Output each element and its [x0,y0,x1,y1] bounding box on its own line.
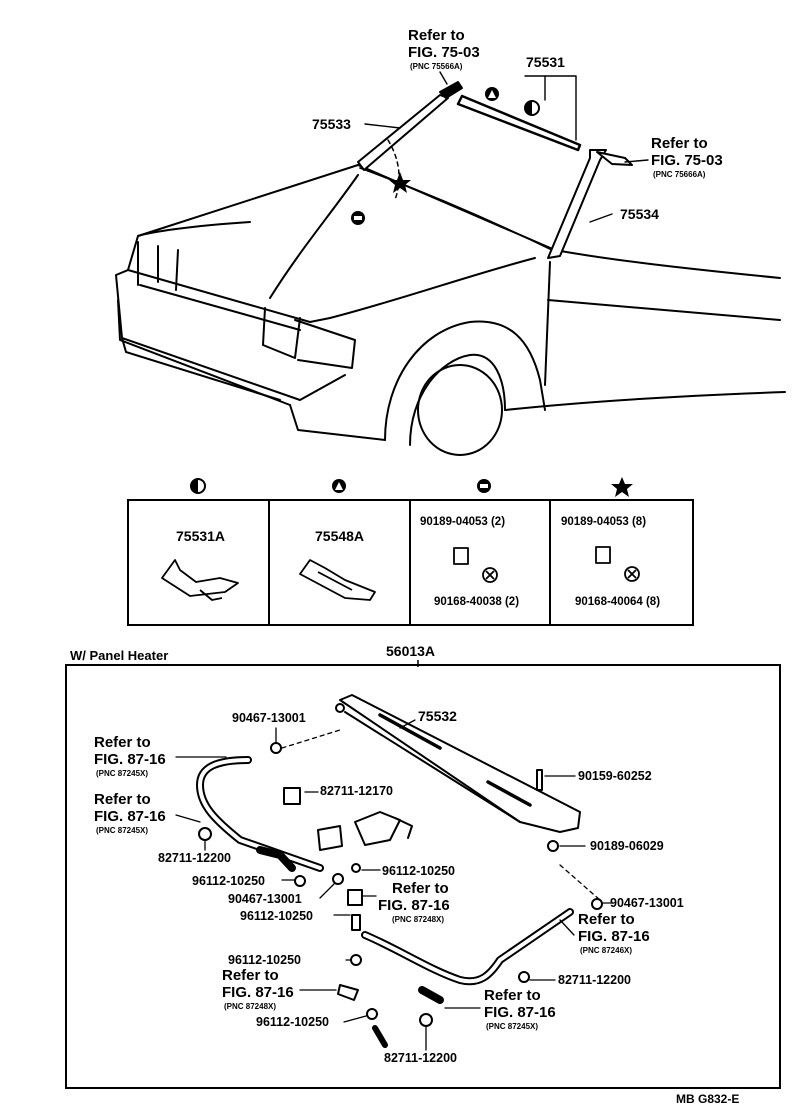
part-82711-12200-c[interactable]: 82711-12200 [384,1051,457,1065]
refer-right-fig-link[interactable]: FIG. 75-03 [651,152,723,169]
refer-r6-fig-link[interactable]: FIG. 87-16 [484,1004,556,1021]
legend-part-drawings [161,546,640,601]
part-75534[interactable]: 75534 [620,206,659,222]
part-96112-10250-d[interactable]: 96112-10250 [228,953,301,967]
refer-r2-line1: Refer to [94,791,151,808]
refer-r2-fig-link[interactable]: FIG. 87-16 [94,808,166,825]
refer-r3-fig-link[interactable]: FIG. 87-16 [378,897,450,914]
refer-left-pnc: (PNC 75566A) [410,62,463,71]
legend-clip-part-a[interactable]: 90189-04053 (2) [420,516,506,528]
section-title: W/ Panel Heater [70,648,169,663]
part-75531[interactable]: 75531 [526,54,565,70]
part-90467-13001-top[interactable]: 90467-13001 [232,711,306,725]
legend-part-75531a[interactable]: 75531A [176,528,226,544]
panel-heater-frame [65,664,781,1089]
refer-right-line1: Refer to [651,135,708,152]
refer-r4-fig-link[interactable]: FIG. 87-16 [578,928,650,945]
part-96112-10250-c[interactable]: 96112-10250 [240,909,313,923]
symbol-marks [351,87,540,225]
assembly-56013a[interactable]: 56013A [386,643,436,659]
legend-star-part-a[interactable]: 90189-04053 (8) [561,516,647,528]
footer-code: MB G832-E [676,1092,740,1106]
part-90467-13001-mid[interactable]: 90467-13001 [228,892,302,906]
car-body-drawing [115,164,786,456]
legend-part-75548a[interactable]: 75548A [315,528,365,544]
refer-r5-line1: Refer to [222,967,279,984]
part-96112-10250-e[interactable]: 96112-10250 [256,1015,329,1029]
part-90189-06029[interactable]: 90189-06029 [590,839,664,853]
part-90467-13001-right[interactable]: 90467-13001 [610,896,684,910]
refer-r1-line1: Refer to [94,734,151,751]
refer-r6-pnc: (PNC 87245X) [486,1022,539,1031]
part-75532[interactable]: 75532 [418,708,457,724]
refer-r6-line1: Refer to [484,987,541,1004]
refer-r3-line1: Refer to [392,880,449,897]
refer-r4-line1: Refer to [578,911,635,928]
refer-left-fig-link[interactable]: FIG. 75-03 [408,44,480,61]
part-82711-12200-b[interactable]: 82711-12200 [558,973,631,987]
legend-symbols [190,477,633,497]
legend-clip-part-b[interactable]: 90168-40038 (2) [434,596,520,608]
legend-star-part-b[interactable]: 90168-40064 (8) [575,596,661,608]
refer-right-pnc: (PNC 75666A) [653,170,706,179]
panel-heater-drawing [175,694,613,1051]
part-96112-10250-a[interactable]: 96112-10250 [382,864,455,878]
refer-r1-pnc: (PNC 87245X) [96,769,149,778]
part-82711-12170[interactable]: 82711-12170 [320,784,393,798]
refer-r5-fig-link[interactable]: FIG. 87-16 [222,984,294,1001]
refer-r3-pnc: (PNC 87248X) [392,915,445,924]
refer-left-line1: Refer to [408,27,465,44]
part-96112-10250-b[interactable]: 96112-10250 [192,874,265,888]
windshield-mouldings [357,71,649,259]
part-75533[interactable]: 75533 [312,116,351,132]
part-90159-60252[interactable]: 90159-60252 [578,769,652,783]
refer-r4-pnc: (PNC 87246X) [580,946,633,955]
refer-r5-pnc: (PNC 87248X) [224,1002,277,1011]
refer-r2-pnc: (PNC 87245X) [96,826,149,835]
refer-r1-fig-link[interactable]: FIG. 87-16 [94,751,166,768]
part-82711-12200-a[interactable]: 82711-12200 [158,851,231,865]
legend-table [127,499,694,626]
